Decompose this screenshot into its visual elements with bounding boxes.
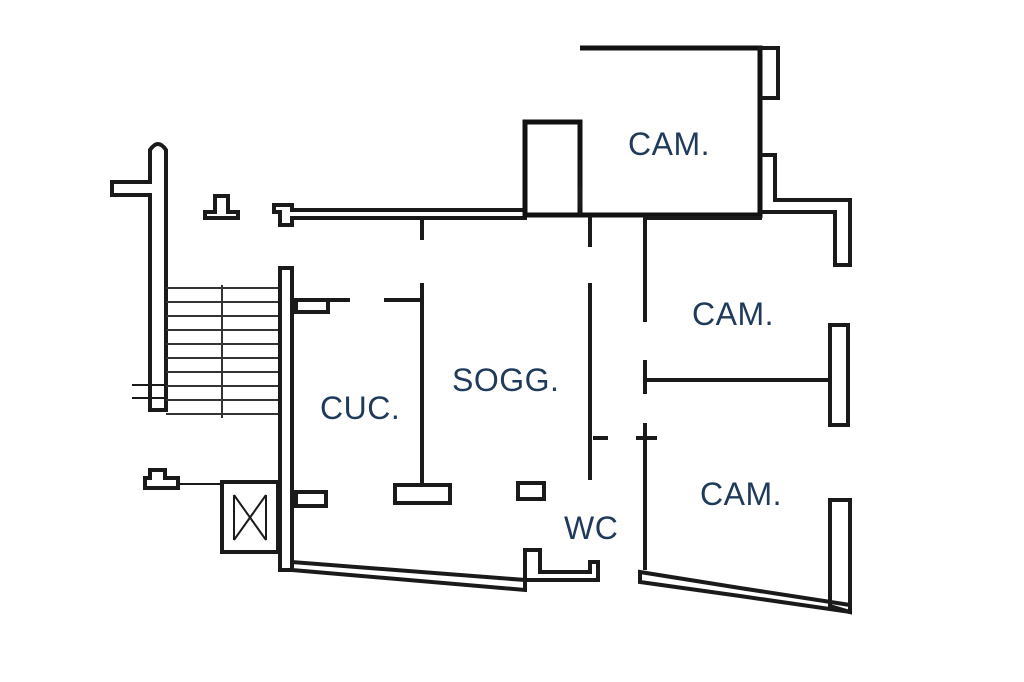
stair-outer-wall xyxy=(110,142,168,412)
bottom-wall-wc xyxy=(523,548,600,582)
room-label-living: SOGG. xyxy=(452,362,560,398)
top-bedroom-jamb xyxy=(758,46,780,100)
elevator-wall-stub xyxy=(143,468,180,490)
right-wall-lower xyxy=(828,498,852,615)
closet-block xyxy=(522,119,583,218)
left-outer-wall xyxy=(278,266,294,572)
right-wall-mid xyxy=(828,323,850,427)
wc-wall-stub xyxy=(516,481,546,501)
top-wall xyxy=(272,203,527,227)
apartment-walls xyxy=(272,45,852,615)
elevator-shaft xyxy=(143,468,280,554)
kitchen-block xyxy=(294,298,330,314)
kitchen-wall-base xyxy=(393,483,452,505)
wall-stub-top xyxy=(203,194,240,220)
room-label-kitchen: CUC. xyxy=(320,390,401,426)
room-label-bedroom-1: CAM. xyxy=(628,126,710,162)
bottom-wall-left xyxy=(290,559,527,593)
room-label-bedroom-2: CAM. xyxy=(692,296,774,332)
room-label-bedroom-3: CAM. xyxy=(700,476,782,512)
room-label-bathroom: WC xyxy=(564,510,619,546)
elevator-cross xyxy=(233,494,267,541)
kitchen-low-stub xyxy=(294,490,328,508)
stairwell xyxy=(110,142,280,418)
bottom-wall-right xyxy=(638,569,852,615)
right-upper-wall xyxy=(760,153,852,267)
interior-partitions xyxy=(294,160,832,570)
